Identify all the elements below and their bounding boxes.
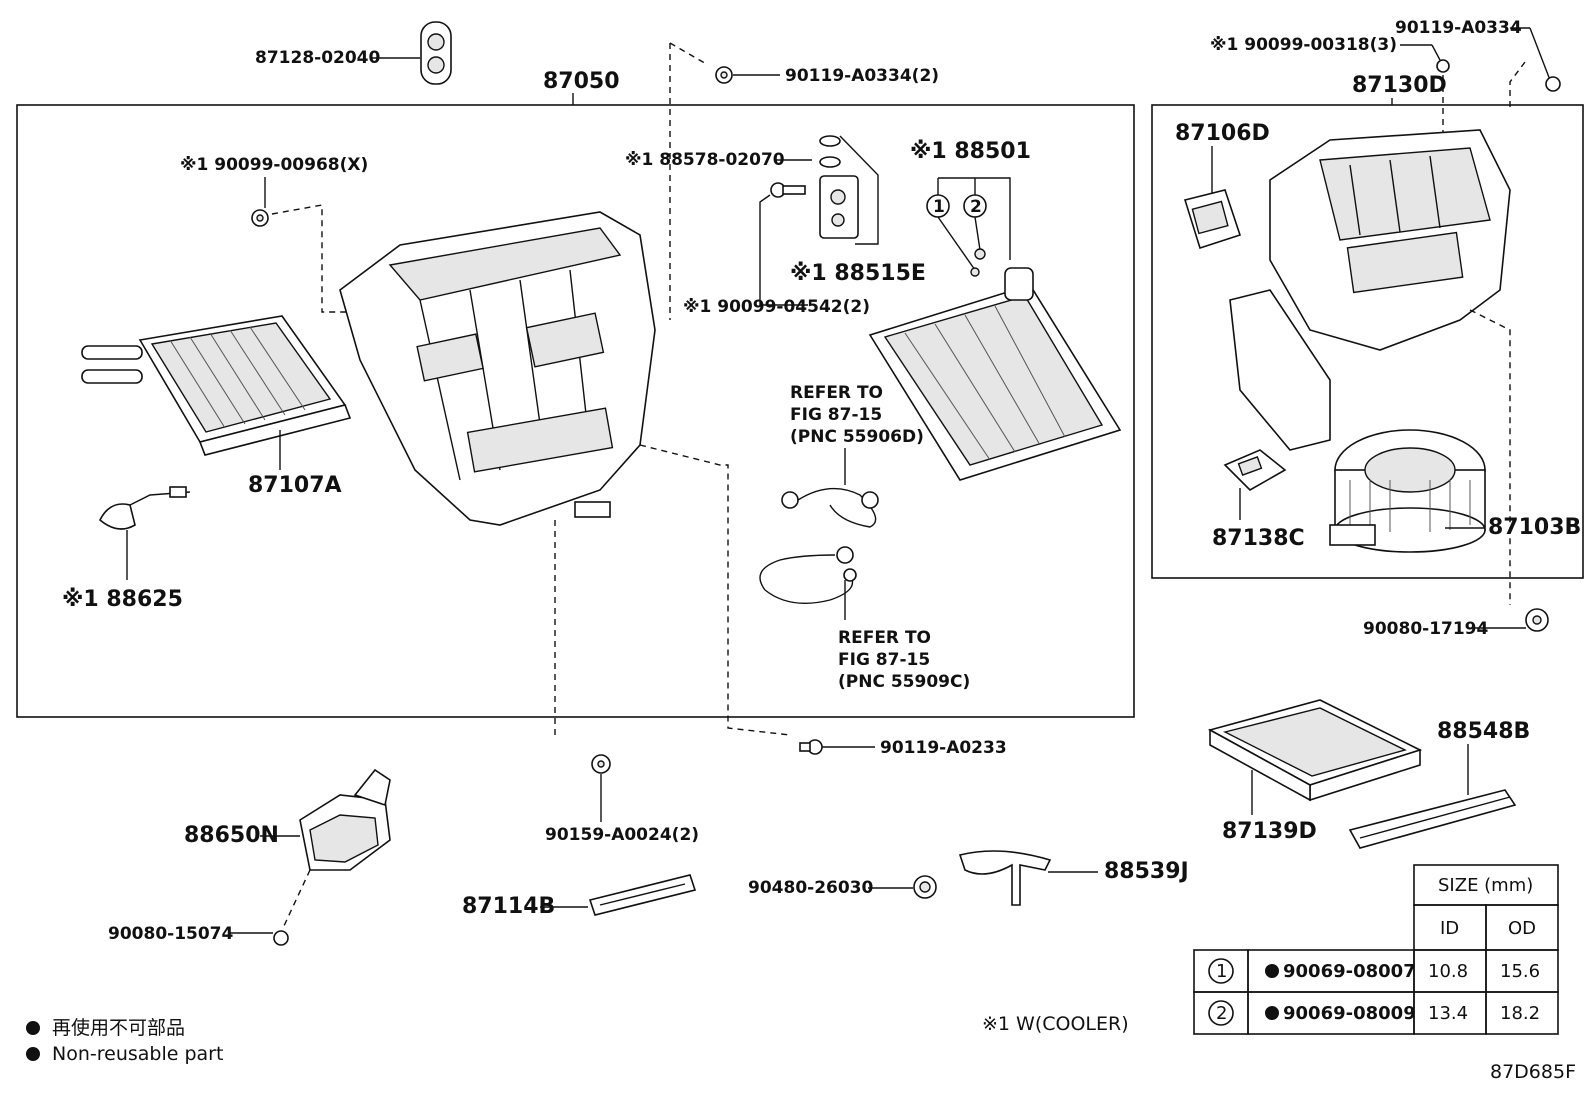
row1-id: 10.8 (1428, 961, 1468, 982)
blower-case-part[interactable] (1229, 129, 1511, 451)
label-88625[interactable]: ※1 88625 (62, 587, 183, 612)
label-87139D[interactable]: 87139D (1222, 819, 1317, 844)
screw-icon[interactable] (1545, 76, 1561, 92)
label-88578-02070[interactable]: ※1 88578-02070 (625, 150, 785, 170)
figure-id: 87D685F (1490, 1061, 1576, 1083)
plug-icon[interactable] (913, 875, 937, 899)
legend-jp: 再使用不可部品 (52, 1017, 185, 1039)
refer-55909C-line3: (PNC 55909C) (838, 672, 970, 692)
filter-rail-part[interactable] (1348, 789, 1517, 849)
refer-55906D-line2: FIG 87-15 (790, 405, 882, 425)
screw-icon[interactable] (273, 930, 289, 946)
sensor-wire-part[interactable] (759, 546, 857, 605)
sensor-part[interactable] (99, 486, 191, 530)
non-reusable-bullet-icon (26, 1047, 40, 1061)
grommet-part[interactable] (420, 21, 452, 85)
label-90480-26030[interactable]: 90480-26030 (748, 878, 874, 898)
blower-motor-part[interactable] (1329, 429, 1486, 553)
label-87128-02040[interactable]: 87128-02040 (255, 48, 381, 68)
refer-55909C-line1: REFER TO (838, 628, 931, 648)
expansion-valve-part[interactable] (819, 175, 859, 239)
label-90080-17194[interactable]: 90080-17194 (1363, 619, 1489, 639)
screw-icon[interactable] (715, 66, 733, 84)
label-88539J[interactable]: 88539J (1104, 859, 1189, 884)
row2-od: 18.2 (1500, 1003, 1540, 1024)
heater-unit-box (16, 104, 1135, 718)
label-87106D[interactable]: 87106D (1175, 121, 1270, 146)
row2-mark: 2 (1216, 1003, 1227, 1024)
marker-2-label: 2 (970, 197, 982, 217)
refer-55906D-line3: (PNC 55906D) (790, 427, 924, 447)
non-reusable-bullet-icon (26, 1021, 40, 1035)
bolt-icon[interactable] (770, 182, 806, 198)
col-od-header: OD (1508, 918, 1536, 939)
filter-cover-part[interactable] (588, 874, 697, 916)
screw-icon[interactable] (1436, 59, 1450, 73)
evaporator-part[interactable] (868, 267, 1122, 481)
actuator-part[interactable] (1183, 189, 1242, 250)
clip-icon[interactable] (1525, 608, 1549, 632)
refer-55909C-line2: FIG 87-15 (838, 650, 930, 670)
label-87103B[interactable]: 87103B (1488, 515, 1581, 540)
row1-mark: 1 (1216, 961, 1227, 982)
servo-motor-part[interactable] (299, 768, 391, 871)
o-ring-part[interactable] (970, 248, 986, 277)
label-90159-A0024[interactable]: 90159-A0024(2) (545, 825, 699, 845)
label-87050[interactable]: 87050 (543, 69, 620, 94)
note-w-cooler: ※1 W(COOLER) (982, 1013, 1129, 1035)
label-87114B[interactable]: 87114B (462, 894, 555, 919)
size-table: SIZE (mm) ID OD 1 90069-08007 10.8 15.6 … (1193, 864, 1559, 1035)
label-87107A[interactable]: 87107A (248, 473, 342, 498)
label-90099-04542[interactable]: ※1 90099-04542(2) (683, 297, 870, 317)
sensor-wire-part[interactable] (781, 487, 879, 528)
col-id-header: ID (1440, 918, 1459, 939)
screw-icon[interactable] (591, 754, 611, 774)
legend-en: Non-reusable part (52, 1043, 223, 1065)
drain-hose-part[interactable] (958, 850, 1052, 906)
row1-part[interactable]: 90069-08007 (1283, 961, 1416, 982)
size-header: SIZE (mm) (1438, 875, 1533, 896)
heater-case-part[interactable] (339, 211, 656, 526)
heater-core-part[interactable] (81, 315, 352, 456)
screw-icon[interactable] (251, 209, 269, 227)
row2-part[interactable]: 90069-08009 (1283, 1003, 1416, 1024)
label-88501[interactable]: ※1 88501 (910, 139, 1031, 164)
label-90080-15074[interactable]: 90080-15074 (108, 924, 234, 944)
marker-1-label: 1 (933, 197, 945, 217)
resistor-part[interactable] (1223, 449, 1287, 491)
row2-id: 13.4 (1428, 1003, 1468, 1024)
label-90099-00968[interactable]: ※1 90099-00968(X) (180, 155, 368, 175)
label-87138C[interactable]: 87138C (1212, 526, 1305, 551)
label-88548B[interactable]: 88548B (1437, 719, 1530, 744)
label-88515E[interactable]: ※1 88515E (790, 261, 926, 286)
row1-od: 15.6 (1500, 961, 1540, 982)
label-90119-A0233[interactable]: 90119-A0233 (880, 738, 1007, 758)
screw-icon[interactable] (799, 739, 823, 755)
label-90119-A0334-2[interactable]: 90119-A0334(2) (785, 66, 939, 86)
label-87130D[interactable]: 87130D (1352, 73, 1447, 98)
o-ring-part[interactable] (819, 135, 841, 168)
label-90099-00318[interactable]: ※1 90099-00318(3) (1210, 35, 1397, 55)
cabin-filter-part[interactable] (1207, 699, 1423, 802)
label-90119-A0334[interactable]: 90119-A0334 (1395, 18, 1522, 38)
label-88650N[interactable]: 88650N (184, 823, 279, 848)
blower-unit-box (1151, 104, 1584, 579)
refer-55906D-line1: REFER TO (790, 383, 883, 403)
